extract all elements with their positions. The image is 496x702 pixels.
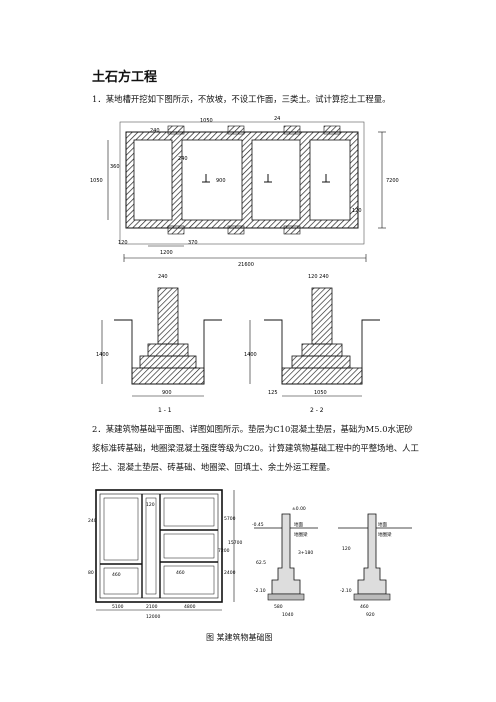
detail-label: 120 — [342, 546, 351, 552]
plan-dim: 4800 — [184, 604, 196, 610]
plan-dim: 240 — [88, 518, 97, 524]
building-foundation-drawing: 240 120 5700 15700 2400 7200 80 460 460 … — [88, 489, 412, 620]
dim-text: 21600 — [238, 262, 254, 268]
section-2-width-dim: 1050 — [314, 390, 327, 396]
detail-label: 地面 — [294, 521, 303, 528]
detail-label: 460 — [360, 604, 369, 610]
detail-label: ±0.00 — [292, 506, 306, 512]
section-1-top-dim: 240 — [158, 274, 168, 280]
detail-label: 62.5 — [256, 560, 266, 566]
detail-label: 1040 — [282, 612, 294, 618]
plan-dim: 7200 — [218, 548, 230, 554]
dim-text: 7200 — [386, 178, 399, 184]
section-2-top-dim: 120 240 — [308, 274, 329, 280]
plan-dim: 15700 — [228, 540, 242, 546]
section-2-height-dim: 1400 — [244, 352, 257, 358]
dim-text: 1200 — [160, 250, 173, 256]
dim-text: 360 — [110, 164, 120, 170]
plan-dim: 460 — [176, 570, 185, 576]
question-1-text: 1．某地槽开挖如下图所示，不放坡，不设工作面，三类土。试计算挖土工程量。 — [92, 94, 391, 104]
section-2-left-dim: 125 — [268, 390, 278, 396]
section-2-label: 2 - 2 — [310, 407, 324, 414]
dim-text: 240 — [150, 128, 160, 134]
plan-dim: 80 — [88, 570, 94, 576]
detail-label: 3+180 — [298, 550, 313, 556]
plan-dim: 12000 — [146, 614, 160, 620]
figure-caption: 图 某建筑物基础图 — [206, 633, 273, 642]
dim-text: 1050 — [90, 178, 103, 184]
dim-text: 24 — [274, 116, 280, 122]
plan-dim: 5700 — [224, 516, 236, 522]
dim-text: 120 — [352, 208, 362, 214]
section-title: 土石方工程 — [92, 70, 158, 85]
detail-label: -0.45 — [252, 522, 264, 528]
dim-text: 1050 — [200, 118, 213, 124]
section-1-width-dim: 900 — [162, 390, 172, 396]
section-1-label: 1 - 1 — [158, 407, 172, 414]
detail-label: -2.10 — [340, 588, 352, 594]
detail-label: 地圈梁 — [294, 531, 308, 538]
dim-text: 900 — [216, 178, 226, 184]
dim-text: 240 — [178, 156, 188, 162]
detail-label: -2.10 — [254, 588, 266, 594]
trench-plan-drawing: 1050 240 360 1050 900 240 370 120 1200 2… — [90, 116, 399, 268]
plan-dim: 2400 — [224, 570, 236, 576]
detail-label: 地面 — [378, 521, 387, 528]
detail-label: 地圈梁 — [378, 531, 392, 538]
section-1-height-dim: 1400 — [96, 352, 109, 358]
plan-dim: 5100 — [112, 604, 124, 610]
dim-text: 120 — [118, 240, 128, 246]
detail-label: 580 — [274, 604, 283, 610]
detail-label: 920 — [366, 612, 375, 618]
trench-sections-drawing: 240 1400 900 1 - 1 120 240 1400 1050 125… — [96, 274, 380, 414]
plan-dim: 120 — [146, 502, 155, 508]
plan-dim: 460 — [112, 572, 121, 578]
question-2-text: 2．某建筑物基础平面图、详图如图所示。垫层为C10混凝土垫层，基础为M5.0水泥… — [92, 424, 419, 472]
plan-dim: 2100 — [146, 604, 158, 610]
dim-text: 370 — [188, 240, 198, 246]
